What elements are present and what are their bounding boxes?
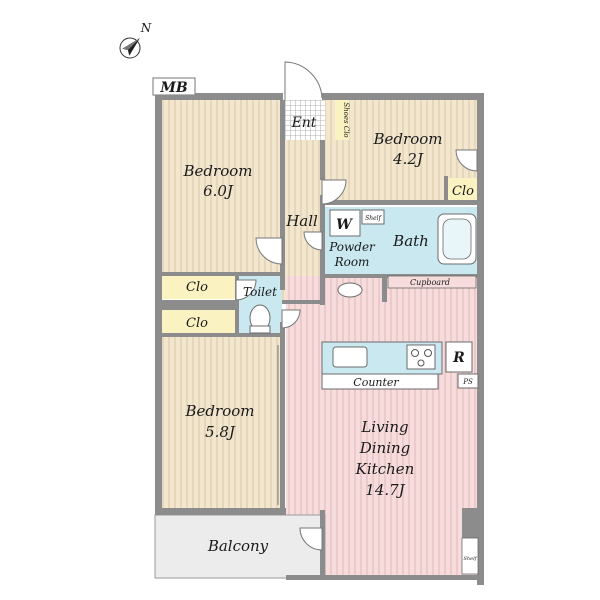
- shelf-box-bath: [361, 209, 385, 225]
- shoes-closet-floor: [335, 100, 349, 140]
- entrance-floor: [282, 100, 325, 140]
- closet-left-1-floor: [160, 275, 235, 299]
- powder-room-label-2: Room: [334, 255, 370, 269]
- counter-label: Counter: [353, 376, 399, 389]
- closet-left-2-floor: [160, 310, 235, 334]
- bedroom-top-left-size: 6.0J: [203, 182, 234, 200]
- bedroom-top-left-name: Bedroom: [183, 162, 253, 180]
- balcony-label: Balcony: [207, 537, 269, 555]
- bedroom-bottom-left-size: 5.8J: [205, 423, 236, 441]
- compass-label: N: [140, 21, 152, 35]
- meter-box: [152, 77, 196, 96]
- balcony-floor: [154, 514, 326, 579]
- stove-burner-1: [411, 349, 419, 357]
- entrance-door-swing: [284, 61, 323, 100]
- kitchen-sink: [332, 346, 368, 368]
- counter-label-box: [321, 373, 439, 390]
- hall-floor: [282, 140, 322, 302]
- stove-burner-3: [417, 359, 425, 367]
- shelf-box-ldk: [461, 537, 479, 575]
- bedroom-top-right-size: 4.2J: [392, 150, 424, 168]
- bath-label: Bath: [392, 232, 429, 250]
- ldk-label-3: Kitchen: [355, 460, 415, 478]
- pipe-space-label: PS: [462, 378, 473, 386]
- bedroom-top-right-name: Bedroom: [373, 130, 443, 148]
- closet-left-2-label: Clo: [186, 316, 208, 331]
- meter-box-label: MB: [159, 80, 187, 96]
- stove: [406, 344, 436, 370]
- closet-right-floor: [448, 178, 478, 202]
- stove-burner-2: [424, 349, 432, 357]
- pipe-space-box: [457, 373, 479, 389]
- shoes-closet-label: Shoes Clo: [342, 102, 350, 137]
- washer-label: W: [336, 217, 353, 233]
- powder-room-label-1: Powder: [328, 240, 376, 254]
- bathtub-inner: [442, 218, 472, 260]
- refrigerator-box: [445, 341, 473, 373]
- entrance-label: Ent: [291, 115, 317, 131]
- ldk-label-1: Living: [360, 418, 408, 436]
- wash-basin: [337, 282, 363, 298]
- bedroom-bottom-left-name: Bedroom: [185, 402, 255, 420]
- hall-label: Hall: [285, 212, 318, 230]
- shelf-bath-label: Shelf: [365, 215, 382, 222]
- closet-left-1-label: Clo: [186, 280, 208, 295]
- north-arrow-icon: [119, 37, 141, 59]
- bedroom-bottom-left-floor: [160, 337, 282, 509]
- window-lines: [195, 95, 450, 579]
- washer-box: [329, 209, 361, 237]
- ldk-size: 14.7J: [365, 481, 405, 499]
- interior-doors: [235, 149, 478, 551]
- cupboard-label: Cupboard: [410, 278, 450, 287]
- cupboard-box: [387, 275, 477, 289]
- ldk-label-2: Dining: [359, 439, 411, 457]
- shelf-ldk-label: Shelf: [463, 556, 477, 562]
- closet-right-label: Clo: [452, 184, 474, 199]
- toilet-label: Toilet: [243, 285, 277, 299]
- refrigerator-label: R: [452, 350, 465, 366]
- toilet-tank: [249, 325, 271, 334]
